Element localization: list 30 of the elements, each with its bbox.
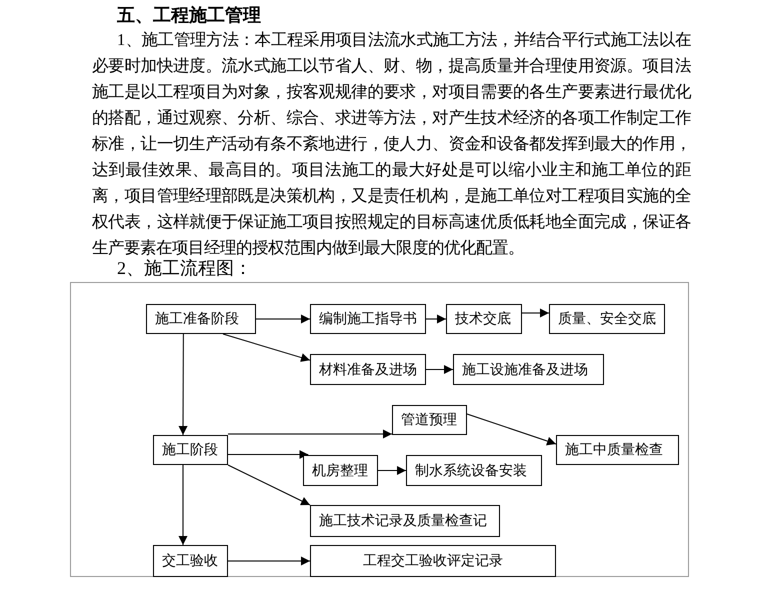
arrow [178, 464, 188, 546]
arrow [178, 334, 188, 436]
process-box: 材料准备及进场 [310, 354, 426, 385]
process-box: 质量、安全交底 [549, 304, 665, 334]
arrow [522, 308, 550, 318]
arrow [466, 414, 556, 446]
arrow [228, 450, 309, 459]
process-box: 施工阶段 [153, 435, 228, 465]
subheading: 2、施工流程图： [117, 257, 252, 280]
process-box: 施工设施准备及进场 [453, 354, 604, 385]
arrow [228, 464, 310, 506]
process-box: 技术交底 [446, 304, 522, 334]
process-box: 制水系统设备安装 [406, 455, 542, 486]
body-paragraph: 1、施工管理方法：本工程采用项目法流水式施工方法，并结合平行式施工法以在必要时加快进度。流水式施工以节省人、财、物，提高质量并合理使用资源。项目法施工是以工程项目为对象，按客观规律的要求，对项目需要的各生产要素进行最优化的搭配，通过观察、分析、综合、求进等方法，对产生技术经济的各项工作制定工作标准，让一切生产活动有条不紊地进行，使人力、资金和设备都发挥到最大的作用，达到最佳效果、最高目的。项目法施工的最大好处是可以缩小业主和施工单位的距离，项目管理经理部既是决策机构，又是责任机构，是施工单位对工程项目实施的全权代表，这样就便于保证施工项目按照规定的目标高速优质低耗地全面完成，保证各生产要素在项目经理的授权范围内做到最大限度的优化配置。 [92, 29, 691, 258]
process-box: 交工验收 [153, 545, 228, 577]
arrow [228, 556, 310, 566]
arrow [256, 314, 310, 324]
process-box: 管道预理 [392, 405, 467, 435]
process-box: 施工中质量检查 [556, 435, 679, 465]
process-box: 工程交工验收评定记录 [310, 545, 556, 577]
arrow [222, 334, 310, 362]
process-box: 机房整理 [303, 455, 378, 486]
process-box: 施工准备阶段 [146, 304, 256, 334]
arrow [426, 314, 446, 324]
process-box: 编制施工指导书 [310, 304, 426, 334]
arrow [228, 430, 392, 438]
section-heading: 五、工程施工管理 [117, 4, 261, 27]
process-box: 施工技术记录及质量检查记 [310, 505, 500, 537]
arrow [378, 466, 406, 475]
arrow [426, 365, 454, 374]
